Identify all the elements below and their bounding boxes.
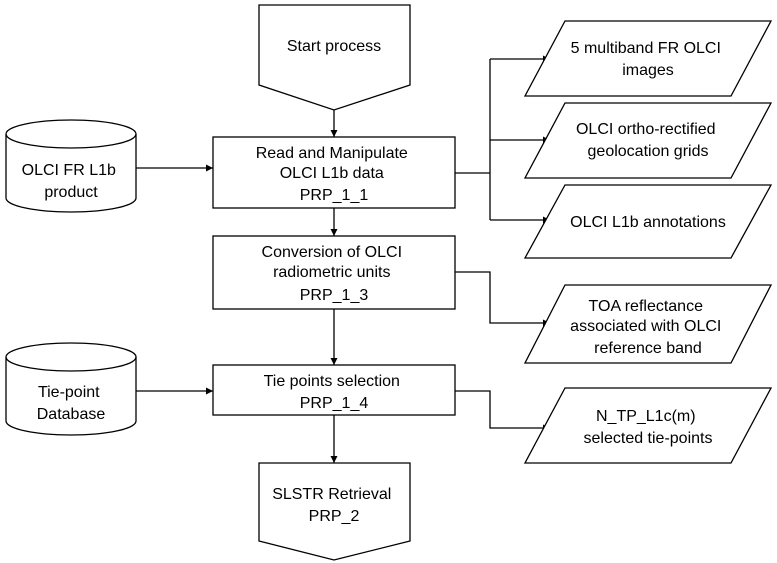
- tiepoint-database-label: Tie-point Database: [37, 384, 106, 423]
- olci-product-cylinder: OLCI FR L1b product: [5, 119, 137, 213]
- start-process-label: Start process: [287, 38, 381, 55]
- output-l1b-annotations: OLCI L1b annotations: [523, 184, 773, 259]
- output-l1b-annotations-label: OLCI L1b annotations: [570, 214, 726, 231]
- edge-conversion-to-toa: [455, 271, 550, 327]
- edge-tiepoints-to-ntp: [455, 390, 550, 432]
- output-multiband-images-label: 5 multiband FR OLCI images: [571, 40, 726, 79]
- conversion-label: Conversion of OLCI radiometric units PRP…: [262, 244, 407, 304]
- read-manipulate-node: Read and Manipulate OLCI L1b data PRP_1_…: [212, 136, 456, 209]
- conversion-node: Conversion of OLCI radiometric units PRP…: [212, 235, 456, 310]
- tiepoints-node: Tie points selection PRP_1_4: [212, 364, 456, 416]
- output-multiband-images: 5 multiband FR OLCI images: [523, 20, 773, 97]
- output-toa-reflectance-label: TOA reflectance associated with OLCI ref…: [570, 298, 726, 357]
- tiepoints-label: Tie points selection PRP_1_4: [264, 373, 405, 412]
- output-selected-tiepoints-label: N_TP_L1c(m) selected tie-points: [584, 408, 713, 447]
- olci-product-label: OLCI FR L1b product: [22, 162, 121, 201]
- output-geolocation-grids-label: OLCI ortho-rectified geolocation grids: [576, 121, 720, 160]
- edges: [136, 55, 550, 463]
- output-selected-tiepoints: N_TP_L1c(m) selected tie-points: [523, 387, 773, 464]
- start-process-node: Start process: [258, 4, 411, 111]
- tiepoint-database-cylinder: Tie-point Database: [5, 342, 137, 436]
- output-geolocation-grids: OLCI ortho-rectified geolocation grids: [523, 102, 773, 179]
- output-toa-reflectance: TOA reflectance associated with OLCI ref…: [523, 284, 773, 364]
- slstr-retrieval-node: SLSTR Retrieval PRP_2: [258, 462, 411, 561]
- slstr-retrieval-label: SLSTR Retrieval PRP_2: [272, 486, 396, 525]
- read-manipulate-label: Read and Manipulate OLCI L1b data PRP_1_…: [256, 145, 413, 204]
